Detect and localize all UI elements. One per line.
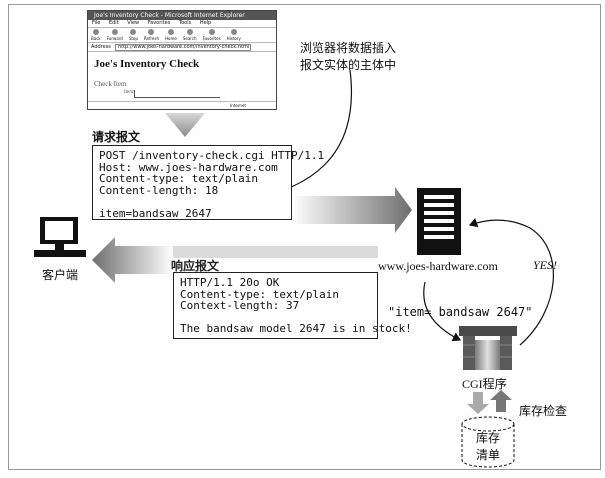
item-field-label: Item: <box>124 90 135 95</box>
browser-status-bar: Internet <box>88 101 276 109</box>
response-line: Content-type: text/plain <box>180 287 339 301</box>
db-to-cgi-arrow <box>490 390 512 412</box>
response-arrow <box>92 237 173 283</box>
menu-item-help[interactable]: Help <box>199 20 212 26</box>
browser-toolbar: Back Forward Stop Refresh Home Search Fa… <box>88 28 276 43</box>
client-computer-icon <box>34 217 86 257</box>
web-server-icon <box>417 188 461 255</box>
request-arrow <box>292 187 412 233</box>
inventory-database-icon <box>461 416 515 468</box>
response-message-label: 响应报文 <box>171 259 220 273</box>
annotation-note: 浏览器将数据插入 报文实体的主体中 <box>300 41 397 72</box>
item-input[interactable] <box>134 90 220 98</box>
address-label: Address <box>91 44 111 50</box>
cgi-parameter-label: "item= bandsaw 2647" <box>388 305 533 319</box>
cgi-to-db-arrow <box>467 392 489 414</box>
inventory-check-label: 库存检查 <box>519 404 568 418</box>
response-line: Context-length: 37 <box>180 299 300 312</box>
back-icon <box>92 29 99 35</box>
back-button[interactable]: Back <box>91 29 101 41</box>
response-body-line: The bandsaw model 2647 is in stock! <box>180 322 412 335</box>
server-label: www.joes-hardware.com <box>378 259 498 273</box>
history-button[interactable]: History <box>227 29 241 41</box>
refresh-button[interactable]: Refresh <box>144 29 159 41</box>
menu-item-edit[interactable]: Edit <box>108 20 119 26</box>
browser-to-request-arrow <box>165 113 205 137</box>
request-body-line: item=bandsaw 2647 <box>99 206 212 220</box>
browser-menu-bar: File Edit View Favorites Tools Help <box>88 20 276 28</box>
check-item-label: Check Item <box>94 80 127 88</box>
request-line: Content-type: text/plain <box>99 172 258 185</box>
response-line: HTTP/1.1 20o OK <box>180 276 280 289</box>
search-button[interactable]: Search <box>183 29 197 41</box>
menu-item-view[interactable]: View <box>127 20 140 26</box>
cgi-gateway-icon <box>459 326 517 370</box>
forward-button[interactable]: Forward <box>107 29 123 41</box>
history-icon <box>230 29 237 35</box>
request-line <box>99 196 285 208</box>
page-heading: Joe's Inventory Check <box>94 58 200 70</box>
request-line: POST /inventory-check.cgi HTTP/1.1 <box>99 149 325 162</box>
home-icon <box>167 29 174 35</box>
cgi-to-server-arrow <box>468 218 554 346</box>
cgi-program-label: CGI程序 <box>462 377 507 391</box>
browser-title-bar: Joe's Inventory Check - Microsoft Intern… <box>88 11 276 20</box>
forward-icon <box>111 29 118 35</box>
search-icon <box>186 29 193 35</box>
browser-window: Joe's Inventory Check - Microsoft Intern… <box>87 10 277 110</box>
address-bar: Address http://www.joes-hardware.com/inv… <box>88 43 276 52</box>
yes-label: YES! <box>533 258 557 272</box>
request-message-label: 请求报文 <box>92 130 141 144</box>
client-label: 客户端 <box>42 268 79 282</box>
menu-item-file[interactable]: File <box>92 20 101 26</box>
request-line: Host: www.joes-hardware.com <box>99 160 278 174</box>
menu-item-favorites[interactable]: Favorites <box>147 20 171 26</box>
status-zone-label: Internet <box>230 103 246 108</box>
favorites-button[interactable]: Favorites <box>203 29 221 41</box>
inventory-database-label: 库存 清单 <box>475 431 500 462</box>
address-input[interactable]: http://www.joes-hardware.com/inventory-c… <box>114 43 251 51</box>
server-to-cgi-line <box>423 281 462 342</box>
home-button[interactable]: Home <box>165 29 177 41</box>
request-line: Content-length: 18 <box>99 183 219 197</box>
menu-item-tools[interactable]: Tools <box>178 20 192 26</box>
stop-icon <box>130 29 137 35</box>
refresh-icon <box>148 29 155 35</box>
favorites-icon <box>208 29 215 35</box>
stop-button[interactable]: Stop <box>129 29 138 41</box>
